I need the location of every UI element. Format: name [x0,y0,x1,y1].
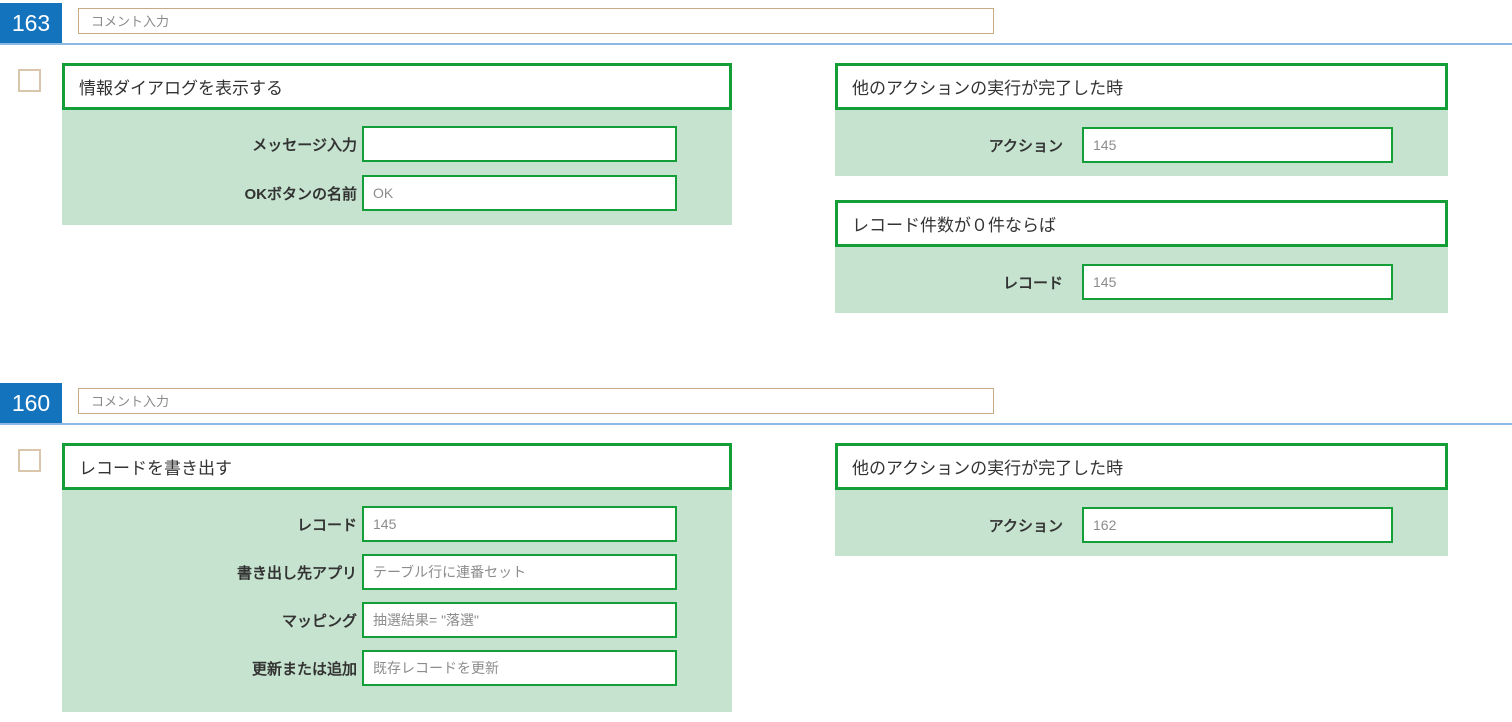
field-label: アクション [988,517,1063,535]
trigger-card-body: アクション [835,490,1448,556]
target-app-field[interactable] [362,554,677,590]
field-row-action: アクション [835,507,1448,543]
field-row-action: アクション [835,127,1448,163]
action-card: レコードを書き出す レコード 書き出し先アプリ マッピング 更新または追加 [62,443,732,712]
action-block-160: 160 レコードを書き出す レコード 書き出し先アプリ マッピング 更新または追… [0,380,1512,722]
field-row-message: メッセージ入力 [62,126,732,162]
trigger-card: 他のアクションの実行が完了した時 アクション [835,63,1448,176]
action-number-badge: 163 [0,3,62,43]
condition-card-title[interactable]: レコード件数が０件ならば [835,200,1448,247]
action-card-title[interactable]: 情報ダイアログを表示する [62,63,732,110]
field-label: アクション [988,137,1063,155]
field-row-record: レコード [62,506,732,542]
section-divider [0,43,1512,45]
condition-card: レコード件数が０件ならば レコード [835,200,1448,313]
action-block-163: 163 情報ダイアログを表示する メッセージ入力 OKボタンの名前 他のアクショ… [0,3,1512,313]
field-row-record: レコード [835,264,1448,300]
field-label: レコード [1002,274,1063,292]
field-label: 書き出し先アプリ [236,564,357,582]
comment-input[interactable] [78,388,994,414]
trigger-card-title[interactable]: 他のアクションの実行が完了した時 [835,63,1448,110]
section-divider [0,423,1512,425]
update-or-add-field[interactable] [362,650,677,686]
action-card-body: レコード 書き出し先アプリ マッピング 更新または追加 [62,490,732,712]
action-card-body: メッセージ入力 OKボタンの名前 [62,110,732,225]
field-label: マッピング [281,612,357,630]
action-ref-field[interactable] [1082,127,1393,163]
field-row-ok-button-name: OKボタンの名前 [62,175,732,211]
condition-card-body: レコード [835,247,1448,313]
action-select-checkbox[interactable] [18,69,41,92]
trigger-card: 他のアクションの実行が完了した時 アクション [835,443,1448,556]
record-ref-field[interactable] [362,506,677,542]
mapping-field[interactable] [362,602,677,638]
record-ref-field[interactable] [1082,264,1393,300]
field-row-update-or-add: 更新または追加 [62,650,732,686]
action-select-checkbox[interactable] [18,449,41,472]
ok-button-name-field[interactable] [362,175,677,211]
action-number-badge: 160 [0,383,62,423]
message-input-field[interactable] [362,126,677,162]
action-ref-field[interactable] [1082,507,1393,543]
trigger-card-body: アクション [835,110,1448,176]
field-label: レコード [296,516,357,534]
trigger-card-title[interactable]: 他のアクションの実行が完了した時 [835,443,1448,490]
action-card: 情報ダイアログを表示する メッセージ入力 OKボタンの名前 [62,63,732,225]
field-label: 更新または追加 [251,660,357,678]
action-card-title[interactable]: レコードを書き出す [62,443,732,490]
field-label: メッセージ入力 [252,136,357,154]
field-row-target-app: 書き出し先アプリ [62,554,732,590]
field-row-mapping: マッピング [62,602,732,638]
comment-input[interactable] [78,8,994,34]
field-label: OKボタンの名前 [244,185,357,203]
